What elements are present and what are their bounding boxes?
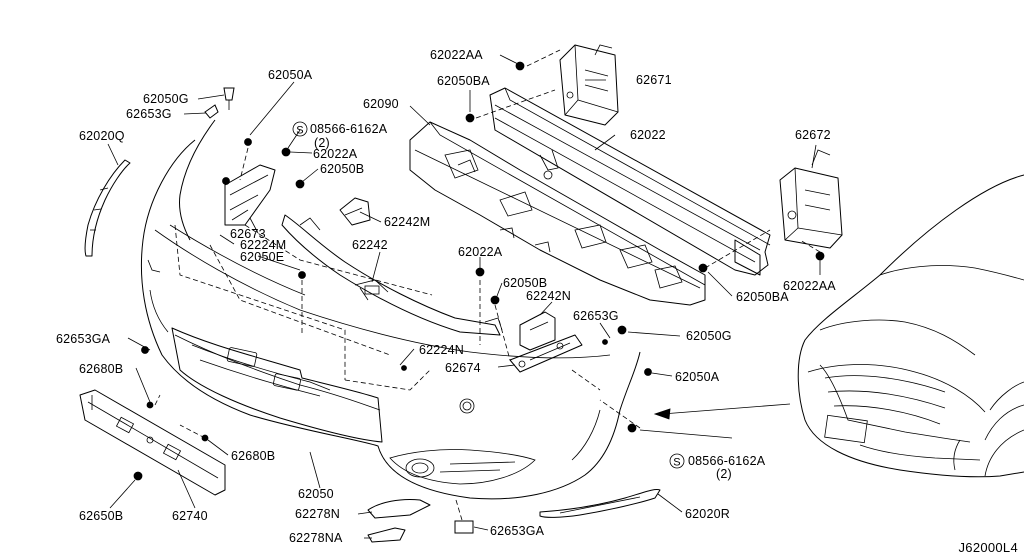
callout-label: 62224N [419, 343, 464, 357]
upper-retainer [281, 214, 503, 336]
bolt-symbol-label: S [296, 125, 304, 137]
front-bumper-fascia [140, 139, 641, 500]
callout-label: 62020Q [79, 129, 125, 143]
callout-label: 62050A [268, 68, 313, 82]
callout-label: 62674 [445, 361, 481, 375]
callout-label: 62050BA [736, 290, 789, 304]
callout-label: 62242 [352, 238, 388, 252]
clip-bottom [454, 520, 474, 534]
callout-label: 62022AA [783, 279, 836, 293]
callout-label: 62653GA [56, 332, 111, 346]
bumper-reinforcement [489, 87, 771, 276]
bracket-side-right [779, 149, 843, 249]
callout-label: 62022A [313, 147, 358, 161]
callout-label: 62278N [295, 507, 340, 521]
clip-top-left [204, 87, 235, 119]
side-trim-left [84, 159, 131, 257]
callout-label: 62671 [636, 73, 672, 87]
callout-label: 62022AA [430, 48, 483, 62]
side-trim-right [539, 489, 661, 518]
bracket-lower-right [509, 334, 583, 373]
callout-label: 62022 [630, 128, 666, 142]
vehicle-illustration [797, 174, 1024, 478]
callout-label: 62650B [79, 509, 123, 523]
assembly-lines [154, 49, 821, 521]
callout-label: 08566-6162A [688, 454, 766, 468]
fascia-upper-edge [179, 119, 216, 241]
callout-label: 08566-6162A [310, 122, 388, 136]
callout-label: (2) [314, 136, 330, 150]
callout-label: 62672 [795, 128, 831, 142]
bracket-left [224, 164, 276, 226]
callout-label: 62022A [458, 245, 503, 259]
leader-lines [107, 54, 821, 539]
callout-label: 62242M [384, 215, 430, 229]
direction-arrow [653, 403, 791, 420]
bolt-symbol-top: S [292, 121, 308, 137]
callout-label: (2) [716, 467, 732, 481]
bracket-upper-right [559, 44, 619, 126]
callout-label: 62673 [230, 227, 266, 241]
callout-label: 62050E [240, 250, 284, 264]
diagram-code: J62000L4 [958, 540, 1018, 555]
bracket-242n [519, 311, 556, 351]
callout-label: 62740 [172, 509, 208, 523]
callout-label: 62050B [320, 162, 364, 176]
callout-label: 62653GA [490, 524, 545, 538]
callout-label: 62242N [526, 289, 571, 303]
bolt-symbol-label: S [673, 457, 681, 469]
callout-labels: 62022AA 62671 62050BA 62090 62022 62050A… [56, 48, 836, 545]
lower-cover-parts [367, 499, 431, 543]
bolt-symbol-bottom: S [669, 453, 685, 469]
callout-label: 62653G [126, 107, 172, 121]
energy-absorber [409, 121, 706, 306]
callout-label: 62224M [240, 238, 286, 252]
bracket-242m [339, 197, 371, 226]
callout-label: 62050A [675, 370, 720, 384]
callout-label: 62680B [79, 362, 123, 376]
callout-label: 62050G [686, 329, 732, 343]
callout-label: 62050G [143, 92, 189, 106]
callout-label: 62050BA [437, 74, 490, 88]
callout-label: 62653G [573, 309, 619, 323]
callout-label: 62680B [231, 449, 275, 463]
fasteners [133, 61, 825, 481]
callout-label: 62020R [685, 507, 730, 521]
callout-label: 62050 [298, 487, 334, 501]
callout-label: 62090 [363, 97, 399, 111]
license-plate-bracket [79, 389, 226, 496]
callout-label: 62050B [503, 276, 547, 290]
callout-label: 62278NA [289, 531, 343, 545]
